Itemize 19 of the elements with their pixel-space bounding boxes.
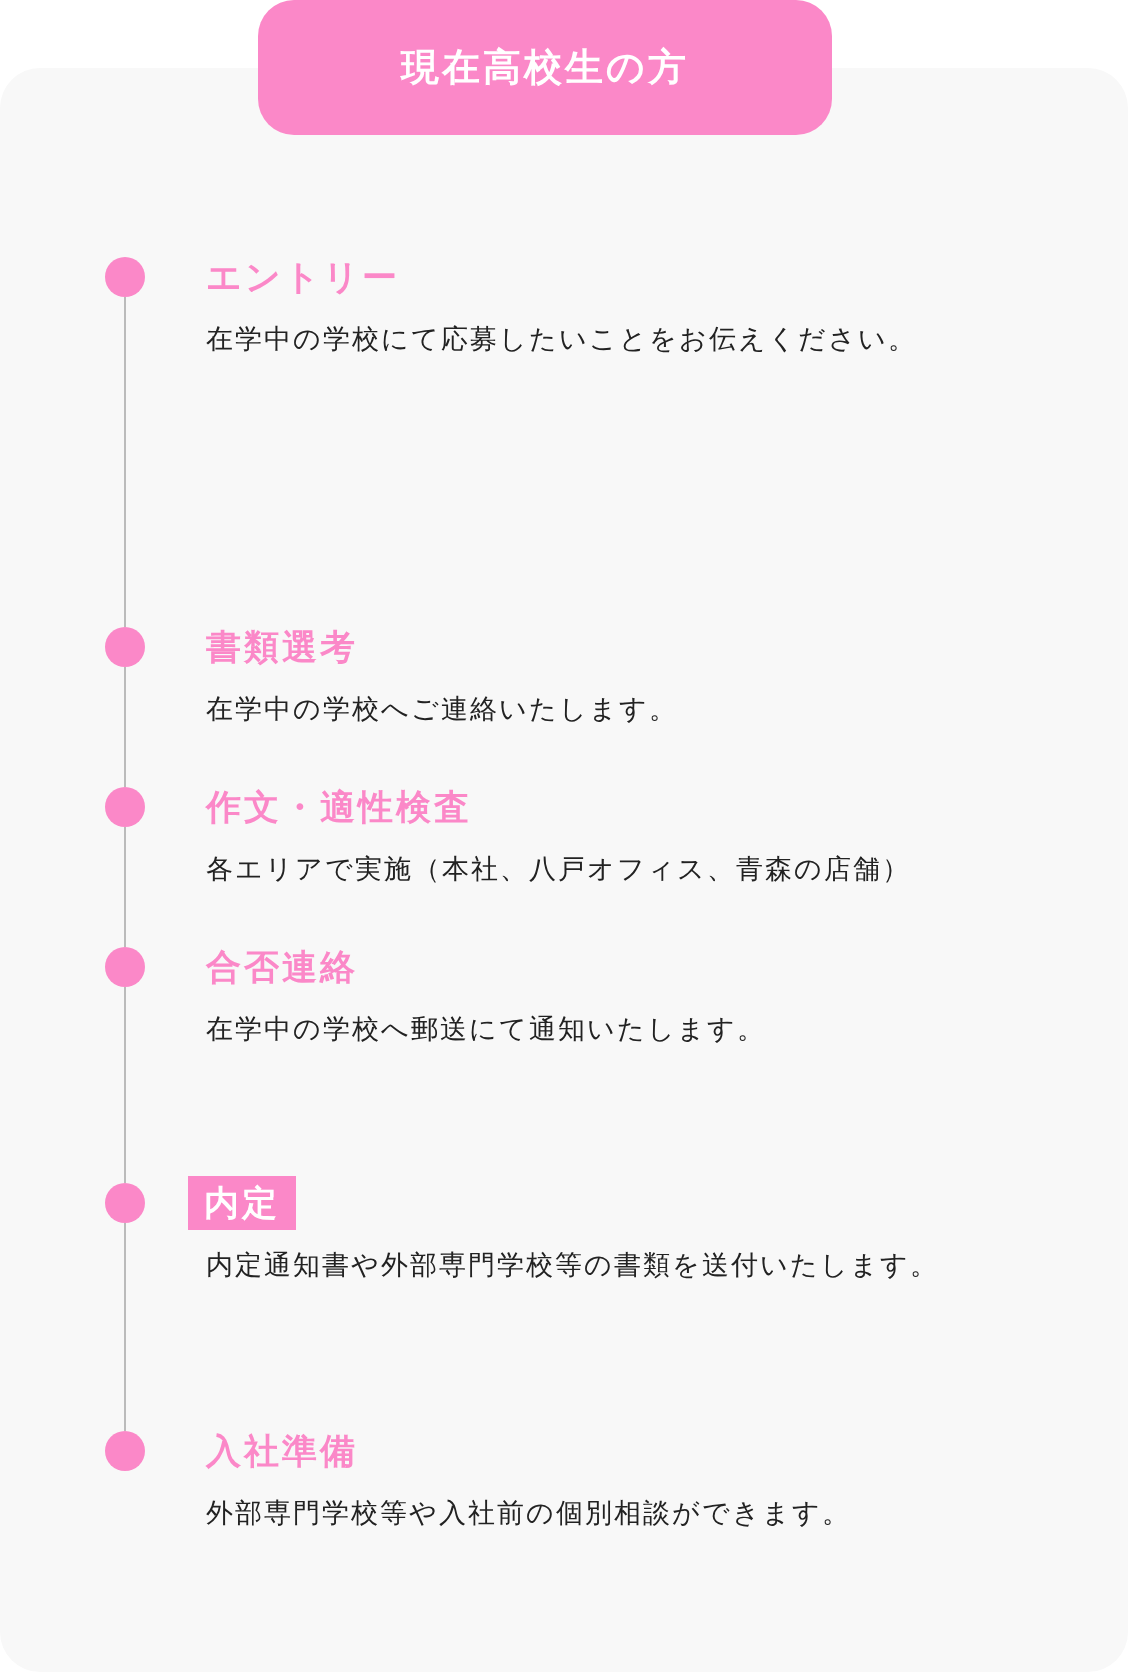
header-tab <box>258 0 832 135</box>
step-description: 在学中の学校にて応募したいことをお伝えください。 <box>206 322 918 356</box>
step-title: エントリー <box>206 256 400 298</box>
timeline-line <box>124 296 126 628</box>
step-description: 外部専門学校等や入社前の個別相談ができます。 <box>206 1496 852 1530</box>
step-title: 作文・適性検査 <box>206 786 472 828</box>
step-description: 在学中の学校へ郵送にて通知いたします。 <box>206 1012 767 1046</box>
step-title: 入社準備 <box>206 1430 358 1472</box>
step-description: 各エリアで実施（本社、八戸オフィス、青森の店舗） <box>206 852 912 886</box>
highlighted-step-title: 内定 <box>188 1176 296 1230</box>
step-description: 内定通知書や外部専門学校等の書類を送付いたします。 <box>206 1248 940 1282</box>
step-title: 合否連絡 <box>206 946 358 988</box>
timeline-line <box>124 986 126 1184</box>
timeline-line <box>124 826 126 948</box>
timeline-line <box>124 666 126 788</box>
step-description: 在学中の学校へご連絡いたします。 <box>206 692 679 726</box>
step-title: 書類選考 <box>206 626 358 668</box>
header-title: 現在高校生の方 <box>401 44 689 91</box>
timeline-line <box>124 1222 126 1432</box>
